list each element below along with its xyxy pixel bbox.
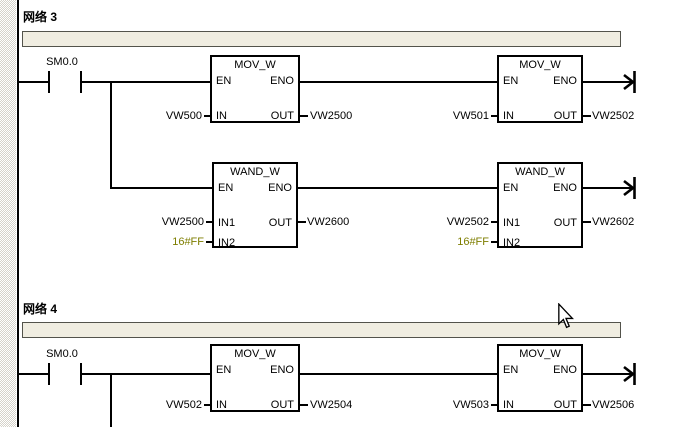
branch-wire [110, 81, 112, 189]
wire [110, 187, 212, 189]
block-title: WAND_W [515, 166, 565, 178]
pin-eno-label: ENO [553, 182, 577, 194]
network-3-comment-bar[interactable] [22, 31, 621, 47]
contact-label[interactable]: SM0.0 [46, 56, 78, 68]
pin-eno-label: ENO [270, 364, 294, 376]
pin-out-label: OUT [553, 399, 577, 411]
block-title: MOV_W [234, 59, 276, 71]
network-4-comment-bar[interactable] [22, 322, 621, 338]
operand-label[interactable]: VW2500 [310, 110, 353, 122]
network-3-title: 网络 3 [23, 10, 58, 24]
pin-stub [491, 404, 497, 406]
pin-stub [204, 404, 210, 406]
operand-label[interactable]: VW2502 [592, 110, 635, 122]
wire [82, 81, 210, 83]
pin-stub [206, 221, 212, 223]
operand-label[interactable]: VW2506 [592, 399, 635, 411]
pin-stub [300, 115, 308, 117]
contact-bar[interactable] [48, 363, 50, 385]
pin-stub [204, 115, 210, 117]
pin-in-label: IN [503, 399, 514, 411]
arrow-cursor-icon [558, 303, 574, 329]
pin-stub [298, 221, 306, 223]
branch-wire [110, 373, 112, 427]
pin-stub [300, 404, 308, 406]
network-margin [0, 0, 16, 427]
pin-en-label: EN [503, 75, 519, 87]
wire [19, 373, 48, 375]
pin-in2-label: IN2 [503, 237, 521, 249]
wand-w-block[interactable]: WAND_W EN ENO IN1 OUT IN2 [212, 162, 298, 249]
wire [300, 373, 497, 375]
wire [583, 373, 623, 375]
power-rail [17, 0, 19, 427]
pin-en-label: EN [216, 75, 232, 87]
pin-out-label: OUT [553, 110, 577, 122]
pin-out-label: OUT [270, 110, 294, 122]
pin-eno-label: ENO [553, 75, 577, 87]
block-title: MOV_W [234, 348, 276, 360]
mov-w-block[interactable]: MOV_W EN ENO IN OUT [210, 344, 300, 412]
pin-stub [491, 241, 497, 243]
wire [82, 373, 210, 375]
mov-w-block[interactable]: MOV_W EN ENO IN OUT [210, 55, 300, 123]
pin-in1-label: IN1 [503, 217, 521, 229]
block-title: MOV_W [519, 348, 561, 360]
pin-stub [583, 115, 591, 117]
pin-stub [491, 221, 497, 223]
pin-stub [583, 221, 591, 223]
mov-w-block[interactable]: MOV_W EN ENO IN OUT [497, 344, 583, 412]
operand-label[interactable]: VW503 [452, 399, 489, 411]
pin-out-label: OUT [270, 399, 294, 411]
pin-in1-label: IN1 [218, 217, 236, 229]
pin-stub [583, 404, 591, 406]
contact-label[interactable]: SM0.0 [46, 348, 78, 360]
operand-label[interactable]: VW2500 [161, 216, 204, 228]
constant-operand-label[interactable]: 16#FF [457, 236, 489, 248]
operand-label[interactable]: VW2600 [307, 216, 350, 228]
pin-stub [491, 115, 497, 117]
wire [300, 81, 497, 83]
pin-eno-label: ENO [270, 75, 294, 87]
pin-en-label: EN [216, 364, 232, 376]
wire [583, 187, 623, 189]
block-title: MOV_W [519, 59, 561, 71]
pin-out-label: OUT [553, 217, 577, 229]
network-4-title: 网络 4 [23, 302, 58, 316]
operand-label[interactable]: VW502 [165, 399, 202, 411]
pin-en-label: EN [503, 364, 519, 376]
operand-label[interactable]: VW2602 [592, 216, 635, 228]
pin-out-label: OUT [268, 217, 292, 229]
operand-label[interactable]: VW2502 [446, 216, 489, 228]
wand-w-block[interactable]: WAND_W EN ENO IN1 OUT IN2 [497, 162, 583, 249]
wire [298, 187, 497, 189]
open-wire-arrow-icon [620, 71, 636, 93]
open-wire-arrow-icon [620, 177, 636, 199]
mov-w-block[interactable]: MOV_W EN ENO IN OUT [497, 55, 583, 123]
contact-bar[interactable] [80, 71, 82, 93]
pin-stub [206, 241, 212, 243]
pin-eno-label: ENO [268, 182, 292, 194]
pin-en-label: EN [503, 182, 519, 194]
operand-label[interactable]: VW2504 [310, 399, 353, 411]
wire [583, 81, 623, 83]
pin-en-label: EN [218, 182, 234, 194]
pin-eno-label: ENO [553, 364, 577, 376]
pin-in2-label: IN2 [218, 237, 236, 249]
contact-bar[interactable] [80, 363, 82, 385]
pin-in-label: IN [216, 399, 227, 411]
block-title: WAND_W [230, 166, 280, 178]
open-wire-arrow-icon [620, 363, 636, 385]
wire [19, 81, 48, 83]
operand-label[interactable]: VW500 [165, 110, 202, 122]
operand-label[interactable]: VW501 [452, 110, 489, 122]
contact-bar[interactable] [48, 71, 50, 93]
pin-in-label: IN [216, 110, 227, 122]
pin-in-label: IN [503, 110, 514, 122]
constant-operand-label[interactable]: 16#FF [172, 236, 204, 248]
